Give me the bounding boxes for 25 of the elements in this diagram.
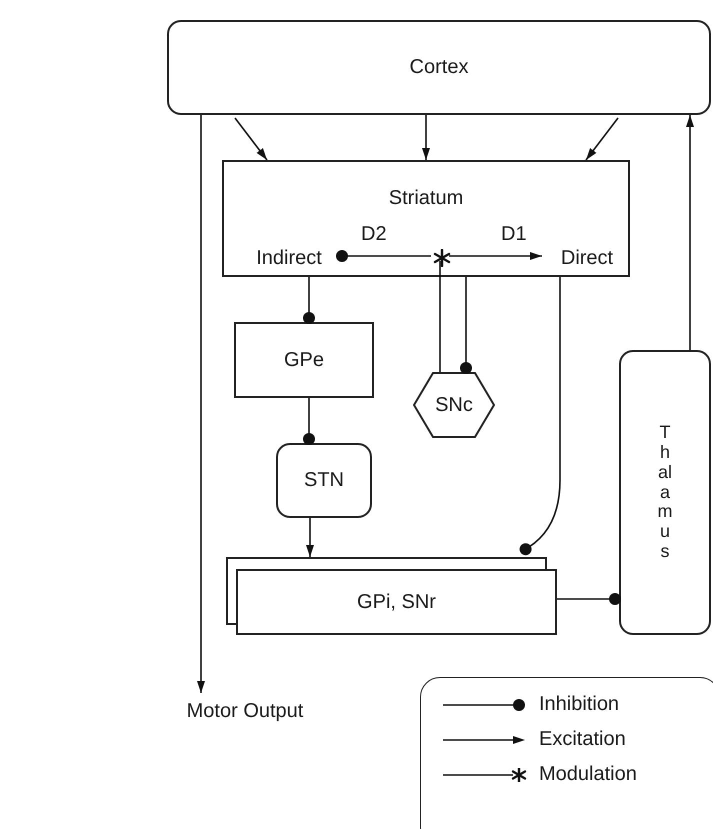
connector-arrow <box>449 252 542 260</box>
legend-label: Excitation <box>539 727 626 752</box>
box-label: GPe <box>284 348 324 372</box>
process-box <box>222 160 630 277</box>
box-label: SNc <box>435 392 473 418</box>
legend-label: Modulation <box>539 762 637 787</box>
process-box <box>167 20 711 115</box>
vertical-label: Thalamus <box>656 423 674 562</box>
process-box <box>276 443 372 518</box>
connector-arrow <box>234 118 268 160</box>
connector-arrow <box>422 115 430 160</box>
node-label: Direct <box>560 246 614 270</box>
box-label: Striatum <box>388 186 464 211</box>
connector-arrow <box>585 118 619 160</box>
box-label: GPi, SNr <box>357 590 436 614</box>
process-box <box>619 350 711 635</box>
box-label: Cortex <box>410 55 468 80</box>
node-label: Indirect <box>256 246 322 270</box>
connector-arrow <box>306 518 314 557</box>
box-label: STN <box>304 468 344 493</box>
process-box <box>234 322 374 398</box>
node-label: Motor Output <box>186 698 304 724</box>
legend-label: Inhibition <box>539 692 620 717</box>
connector-arrow <box>197 115 205 693</box>
connector-arrow <box>686 115 694 350</box>
